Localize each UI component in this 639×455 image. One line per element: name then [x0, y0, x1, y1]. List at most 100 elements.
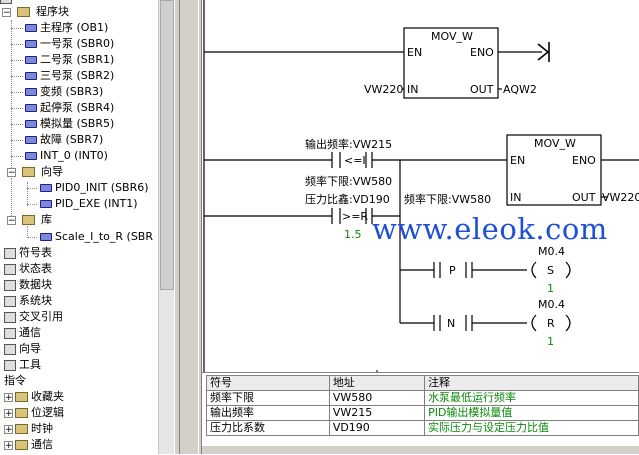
- ladder-editor[interactable]: MOV_W EN ENO IN OUT VW220 AQW2 输出频率:VW21…: [202, 0, 639, 372]
- tree-label: 通信: [31, 438, 53, 451]
- comment-cell[interactable]: 水泵最低运行频率: [424, 390, 639, 406]
- program-icon: [25, 56, 37, 64]
- tree-item-status-table[interactable]: 状态表: [4, 261, 52, 277]
- tree-item-favorites[interactable]: + 收藏夹: [4, 389, 64, 405]
- symbol-cell[interactable]: 压力比系数: [206, 420, 330, 436]
- tree-folder-program-block[interactable]: − 程序块: [2, 4, 69, 20]
- program-icon: [25, 24, 37, 32]
- tree-item-ob1[interactable]: 主程序 (OB1): [25, 20, 108, 36]
- tree-item-data-block[interactable]: 数据块: [4, 277, 52, 293]
- compare-constant[interactable]: 1.5: [344, 228, 362, 241]
- tree-item-sbr3[interactable]: 变频 (SBR3): [25, 84, 103, 100]
- wizard-icon: [21, 167, 35, 177]
- table-icon: [4, 263, 16, 275]
- tree-item-bit-logic[interactable]: + 位逻辑: [4, 405, 64, 421]
- table-row[interactable]: 输出频率 VW215 PID输出模拟量值: [206, 405, 639, 421]
- tree-item-scale[interactable]: Scale_I_to_R (SBR: [40, 229, 153, 245]
- comment-cell[interactable]: PID输出模拟量值: [424, 405, 639, 421]
- coil-address[interactable]: M0.4: [538, 245, 565, 258]
- tree-item-pid0-init[interactable]: PID0_INIT (SBR6): [40, 180, 149, 196]
- tree-label: 收藏夹: [31, 390, 64, 403]
- compare-operand-1[interactable]: 输出频率:VW215: [305, 138, 393, 151]
- coil-count[interactable]: 1: [547, 335, 554, 348]
- tree-item-communication[interactable]: 通信: [4, 325, 41, 341]
- tree-label: INT_0 (INT0): [40, 149, 108, 162]
- expand-icon[interactable]: +: [4, 408, 13, 419]
- program-icon: [25, 104, 37, 112]
- tree-label: PID0_INIT (SBR6): [55, 181, 149, 194]
- tree-folder-wizard[interactable]: − 向导: [7, 164, 63, 180]
- table-header-row: 符号 地址 注释: [206, 375, 639, 391]
- tree-label: 变频 (SBR3): [40, 85, 104, 98]
- out-operand[interactable]: AQW2: [503, 83, 537, 96]
- library-icon: [21, 215, 35, 225]
- tree-folder-library[interactable]: − 库: [7, 212, 52, 228]
- out-operand[interactable]: VW220: [602, 191, 639, 204]
- collapse-icon[interactable]: −: [2, 7, 11, 18]
- in-pin: IN: [407, 83, 419, 96]
- tree-item-tools[interactable]: 工具: [4, 357, 41, 373]
- symbol-table-pane: 符号 地址 注释 频率下限 VW580 水泵最低运行频率 输出频率 VW215 …: [202, 372, 639, 455]
- tree-folder-instructions[interactable]: 指令: [4, 373, 26, 389]
- tree-item-truncated[interactable]: [0, 0, 15, 6]
- out-pin: OUT: [572, 191, 596, 204]
- tree-label: 位逻辑: [31, 406, 64, 419]
- tree-item-cross-reference[interactable]: 交叉引用: [4, 309, 63, 325]
- comment-cell[interactable]: 实际压力与设定压力比值: [424, 420, 639, 436]
- pane-splitter[interactable]: [174, 0, 202, 454]
- tree-item-pid-exe[interactable]: PID_EXE (INT1): [40, 196, 138, 212]
- column-header-address[interactable]: 地址: [328, 375, 426, 391]
- coil-count[interactable]: 1: [547, 282, 554, 295]
- program-icon: [40, 184, 52, 192]
- tree-item-wizard[interactable]: 向导: [4, 341, 41, 357]
- table-row[interactable]: 压力比系数 VD190 实际压力与设定压力比值: [206, 420, 639, 436]
- tree-item-system-block[interactable]: 系统块: [4, 293, 52, 309]
- data-block-icon: [4, 279, 16, 291]
- tree-item-sbr7[interactable]: 故障 (SBR7): [25, 132, 103, 148]
- coil-address[interactable]: M0.4: [538, 298, 565, 311]
- tree-label: 起停泵 (SBR4): [40, 101, 115, 114]
- address-cell[interactable]: VD190: [328, 420, 426, 436]
- folder-icon: [15, 392, 28, 402]
- scrollbar-thumb[interactable]: [160, 0, 174, 290]
- tools-icon: [4, 359, 16, 371]
- program-icon: [25, 136, 37, 144]
- tree-label: 符号表: [19, 246, 52, 259]
- address-cell[interactable]: VW580: [328, 390, 426, 406]
- tree-item-sbr4[interactable]: 起停泵 (SBR4): [25, 100, 114, 116]
- expand-icon[interactable]: +: [4, 424, 13, 435]
- contact-n-label: N: [447, 317, 456, 330]
- symbol-cell[interactable]: 频率下限: [206, 390, 330, 406]
- in-operand[interactable]: 频率下限:VW580: [404, 193, 492, 206]
- program-icon: [25, 152, 37, 160]
- table-row[interactable]: 频率下限 VW580 水泵最低运行频率: [206, 390, 639, 406]
- expand-icon[interactable]: +: [4, 392, 13, 403]
- compare-operand-2[interactable]: 频率下限:VW580: [305, 175, 393, 188]
- column-header-symbol[interactable]: 符号: [206, 375, 330, 391]
- tree-label: 三号泵 (SBR2): [40, 69, 115, 82]
- tree-item-int0[interactable]: INT_0 (INT0): [25, 148, 108, 164]
- collapse-icon[interactable]: −: [7, 167, 16, 178]
- tree-item-comm-instr[interactable]: + 通信: [4, 437, 53, 453]
- tree-scrollbar[interactable]: [158, 0, 175, 454]
- cross-reference-icon: [4, 311, 16, 323]
- eno-pin: ENO: [470, 46, 494, 59]
- compare-op-le: <=I: [344, 154, 366, 167]
- tree-item-sbr5[interactable]: 模拟量 (SBR5): [25, 116, 114, 132]
- tree-label: 状态表: [19, 262, 52, 275]
- expand-icon[interactable]: +: [4, 440, 13, 451]
- symbol-cell[interactable]: 输出频率: [206, 405, 330, 421]
- collapse-icon[interactable]: −: [7, 215, 16, 226]
- tree-item-symbol-table[interactable]: 符号表: [4, 245, 52, 261]
- tree-item-sbr0[interactable]: 一号泵 (SBR0): [25, 36, 114, 52]
- compare-operand-3[interactable]: 压力比鑫:VD190: [305, 193, 390, 206]
- tree-item-sbr1[interactable]: 二号泵 (SBR1): [25, 52, 114, 68]
- tree-item-sbr2[interactable]: 三号泵 (SBR2): [25, 68, 114, 84]
- address-cell[interactable]: VW215: [328, 405, 426, 421]
- in-operand[interactable]: VW220: [364, 83, 404, 96]
- column-header-comment[interactable]: 注释: [424, 375, 639, 391]
- program-icon: [40, 200, 52, 208]
- folder-icon: [15, 424, 28, 434]
- tree-item-clock[interactable]: +时钟: [4, 421, 53, 437]
- mov-title: MOV_W: [431, 30, 473, 43]
